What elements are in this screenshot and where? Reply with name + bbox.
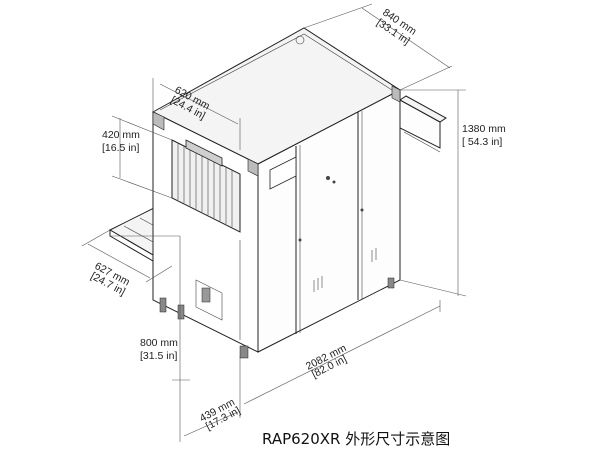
dim-420-in: [16.5 in] (102, 142, 139, 154)
main-housing (151, 27, 401, 353)
exit-conveyor (399, 95, 447, 153)
dim-1380-in: [ 54.3 in] (462, 136, 502, 148)
dimension-lines (81, 3, 467, 442)
diagram-caption: RAP620XR 外形尺寸示意图 (262, 430, 451, 448)
casters (159, 277, 395, 359)
dim-420-mm: 420 mm (102, 129, 140, 141)
dim-800-in: [31.5 in] (140, 350, 177, 362)
dim-1380-mm: 1380 mm (462, 123, 506, 135)
dim-800-mm: 800 mm (140, 337, 178, 349)
